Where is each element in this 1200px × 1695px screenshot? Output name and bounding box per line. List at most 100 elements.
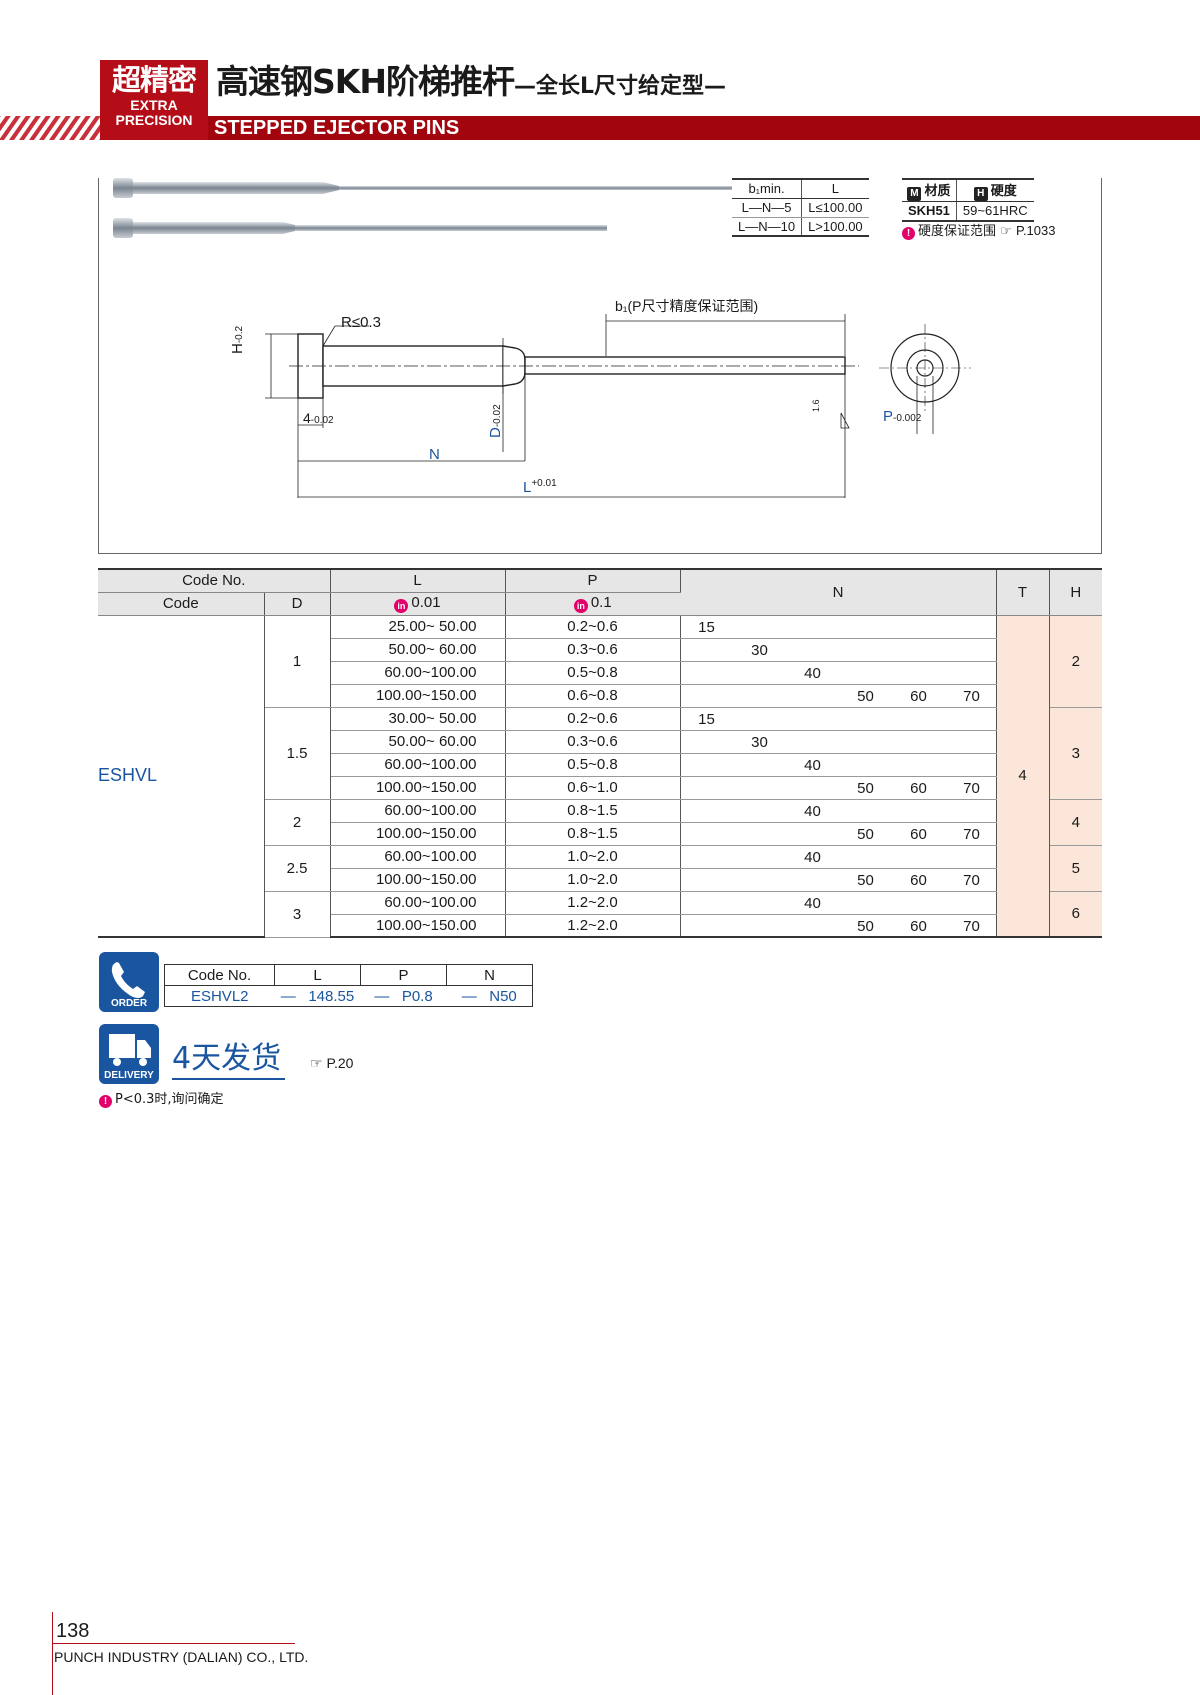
p-cell: 0.3~0.6 bbox=[505, 638, 681, 662]
head-n: N bbox=[680, 568, 997, 616]
label-r: R≤0.3 bbox=[341, 314, 381, 331]
head-code: Code bbox=[98, 592, 265, 616]
n-value: 50 bbox=[857, 871, 874, 889]
n-value: 40 bbox=[804, 894, 821, 912]
head-codeno: Code No. bbox=[98, 568, 331, 593]
l-cell: 30.00~ 50.00 bbox=[330, 707, 506, 731]
n-value: 70 bbox=[963, 917, 980, 935]
header-bar bbox=[100, 116, 1200, 140]
footer-hline bbox=[52, 1643, 295, 1644]
pointing-hand-icon: ☞ bbox=[310, 1055, 323, 1071]
n-cell: 15 bbox=[680, 707, 997, 731]
p-cell: 0.8~1.5 bbox=[505, 822, 681, 846]
n-cell: 30 bbox=[680, 638, 997, 662]
n-value: 30 bbox=[751, 733, 768, 751]
p-cell: 0.2~0.6 bbox=[505, 615, 681, 639]
p-cell: 0.8~1.5 bbox=[505, 799, 681, 823]
b1-row-1: L—N—5 bbox=[732, 198, 802, 218]
label-h: H-0.2 bbox=[229, 325, 246, 354]
delivery-note: !P<0.3时,询问确定 bbox=[99, 1088, 224, 1108]
l-cell: 100.00~150.00 bbox=[330, 684, 506, 708]
l-cell: 60.00~100.00 bbox=[330, 891, 506, 915]
label-b1: b₁(P尺寸精度保证范围) bbox=[615, 298, 759, 314]
h-cell: 2 bbox=[1049, 615, 1102, 708]
p-cell: 0.2~0.6 bbox=[505, 707, 681, 731]
n-value: 60 bbox=[910, 917, 927, 935]
order-head-p: P bbox=[360, 964, 447, 986]
order-head-l: L bbox=[274, 964, 361, 986]
b1-row-2: L—N—10 bbox=[732, 217, 802, 237]
l-row-1: L≤100.00 bbox=[801, 198, 869, 218]
p-cell: 0.6~1.0 bbox=[505, 776, 681, 800]
l-cell: 60.00~100.00 bbox=[330, 799, 506, 823]
n-value: 70 bbox=[963, 825, 980, 843]
hardness-icon: H bbox=[973, 187, 988, 201]
label-l: L+0.01 bbox=[523, 478, 557, 496]
dimension-lines bbox=[265, 314, 850, 498]
n-value: 70 bbox=[963, 779, 980, 797]
code-cell: ESHVL bbox=[98, 615, 265, 938]
head-d: D bbox=[264, 592, 331, 616]
l-cell: 100.00~150.00 bbox=[330, 914, 506, 938]
extra-precision-badge: 超精密 EXTRA PRECISION bbox=[100, 60, 208, 140]
header-stripes bbox=[0, 116, 100, 140]
exclamation-icon: ! bbox=[99, 1095, 112, 1108]
p-cell: 1.0~2.0 bbox=[505, 845, 681, 869]
pin-photo-1 bbox=[113, 178, 773, 198]
label-n: N bbox=[429, 446, 440, 463]
label-p: P-0.002 bbox=[883, 408, 922, 425]
title-english: STEPPED EJECTOR PINS bbox=[214, 117, 460, 139]
d-cell: 3 bbox=[264, 891, 331, 938]
d-cell: 1.5 bbox=[264, 707, 331, 800]
n-value: 50 bbox=[857, 779, 874, 797]
n-value: 15 bbox=[698, 618, 715, 636]
h-cell: 6 bbox=[1049, 891, 1102, 938]
n-value: 70 bbox=[963, 687, 980, 705]
badge-zh: 超精密 bbox=[111, 63, 197, 97]
n-value: 40 bbox=[804, 664, 821, 682]
n-value: 50 bbox=[857, 917, 874, 935]
footer-vline bbox=[52, 1612, 53, 1695]
l-cell: 100.00~150.00 bbox=[330, 868, 506, 892]
increment-icon: in bbox=[394, 599, 409, 613]
p-cell: 0.5~0.8 bbox=[505, 661, 681, 685]
n-cell: 30 bbox=[680, 730, 997, 754]
technical-drawing bbox=[113, 178, 971, 498]
d-cell: 2 bbox=[264, 799, 331, 846]
hardness-note-ref[interactable]: P.1033 bbox=[1015, 223, 1056, 238]
delivery-ref[interactable]: ☞ P.20 bbox=[310, 1055, 354, 1071]
hardness-note: !硬度保证范围 ☞ P.1033 bbox=[902, 220, 1055, 240]
material-icon: M bbox=[907, 187, 922, 201]
l-cell: 50.00~ 60.00 bbox=[330, 638, 506, 662]
n-value: 50 bbox=[857, 687, 874, 705]
hardness-value: 59~61HRC bbox=[955, 201, 1034, 222]
head-h: H bbox=[1049, 568, 1102, 616]
t-cell: 4 bbox=[996, 615, 1050, 938]
n-value: 60 bbox=[910, 825, 927, 843]
pointing-hand-icon: ☞ bbox=[1000, 224, 1012, 239]
h-cell: 3 bbox=[1049, 707, 1102, 800]
p-cell: 1.0~2.0 bbox=[505, 868, 681, 892]
n-value: 60 bbox=[910, 871, 927, 889]
head-l: L bbox=[330, 568, 506, 593]
n-value: 40 bbox=[804, 802, 821, 820]
n-cell: 40 bbox=[680, 661, 997, 685]
n-cell: 40 bbox=[680, 891, 997, 915]
n-cell: 40 bbox=[680, 753, 997, 777]
